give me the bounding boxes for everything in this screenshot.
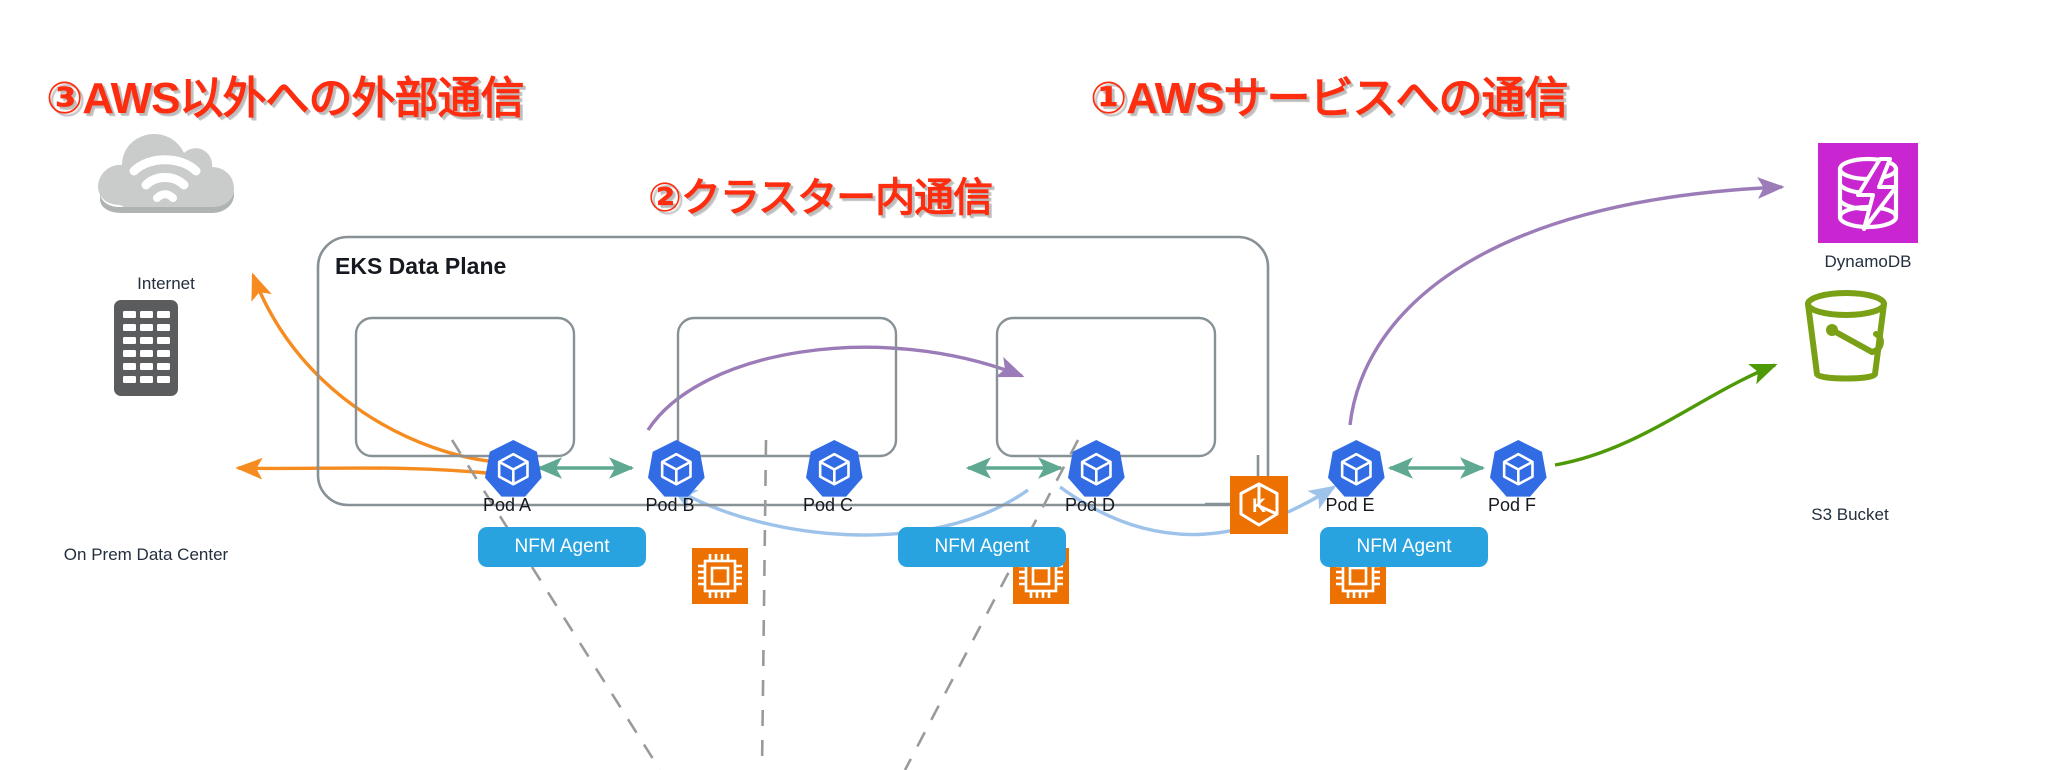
internet-label: Internet — [137, 274, 195, 293]
agent-dashed-line-2 — [760, 439, 768, 770]
node-box-2 — [676, 316, 898, 458]
pod-label-c: Pod C — [802, 495, 854, 515]
pod-label-f: Pod F — [1487, 495, 1537, 515]
pod-label-a: Pod A — [482, 495, 532, 515]
agent-dashed-line-1 — [450, 439, 662, 770]
connector-podf-s3 — [1554, 363, 1778, 467]
nfm-agent-pill-1[interactable]: NFM Agent — [478, 527, 646, 567]
heading-aws-service-traffic: ①AWSサービスへの通信 — [1088, 73, 1569, 125]
pod-label-e: Pod E — [1325, 495, 1375, 515]
dynamodb-icon — [1818, 143, 1918, 243]
svg-text:K: K — [1252, 496, 1266, 517]
heading-intra-cluster-traffic: ②クラスター内通信 — [646, 175, 994, 222]
kubernetes-eks-icon: K — [1230, 476, 1288, 534]
connector-podb-podd — [646, 345, 1025, 431]
pod-icon-d[interactable] — [1068, 440, 1125, 497]
s3-bucket-icon — [1805, 290, 1887, 382]
nfm-agent-pill-2[interactable]: NFM Agent — [898, 527, 1066, 567]
nfm-agent-pill-3[interactable]: NFM Agent — [1320, 527, 1488, 567]
s3-bucket-label: S3 Bucket — [1811, 505, 1889, 524]
pod-icon-e[interactable] — [1328, 440, 1385, 497]
eks-data-plane-box — [316, 235, 1270, 507]
pod-icon-f[interactable] — [1490, 440, 1547, 497]
connector-poda-onprem — [235, 457, 498, 480]
datacenter-building-icon — [114, 300, 178, 396]
pod-label-d: Pod D — [1064, 495, 1116, 515]
cloud-wifi-icon — [98, 134, 234, 213]
pod-icon-c[interactable] — [806, 440, 863, 497]
agent-dashed-line-3 — [903, 439, 1080, 770]
connector-pode-dynamodb — [1348, 177, 1785, 426]
pod-icon-a[interactable] — [485, 440, 542, 497]
on-prem-data-center-label: On Prem Data Center — [63, 545, 229, 564]
eks-data-plane-label: EKS Data Plane — [335, 253, 507, 279]
pod-label-b: Pod B — [645, 495, 695, 515]
connector-podd-pode — [1058, 485, 1337, 537]
node-box-1 — [354, 316, 576, 458]
dynamodb-label: DynamoDB — [1824, 252, 1912, 271]
heading-external-non-aws: ③AWS以外への外部通信 — [44, 73, 525, 125]
cpu-chip-icon-1 — [692, 548, 748, 604]
pod-icon-b[interactable] — [648, 440, 705, 497]
